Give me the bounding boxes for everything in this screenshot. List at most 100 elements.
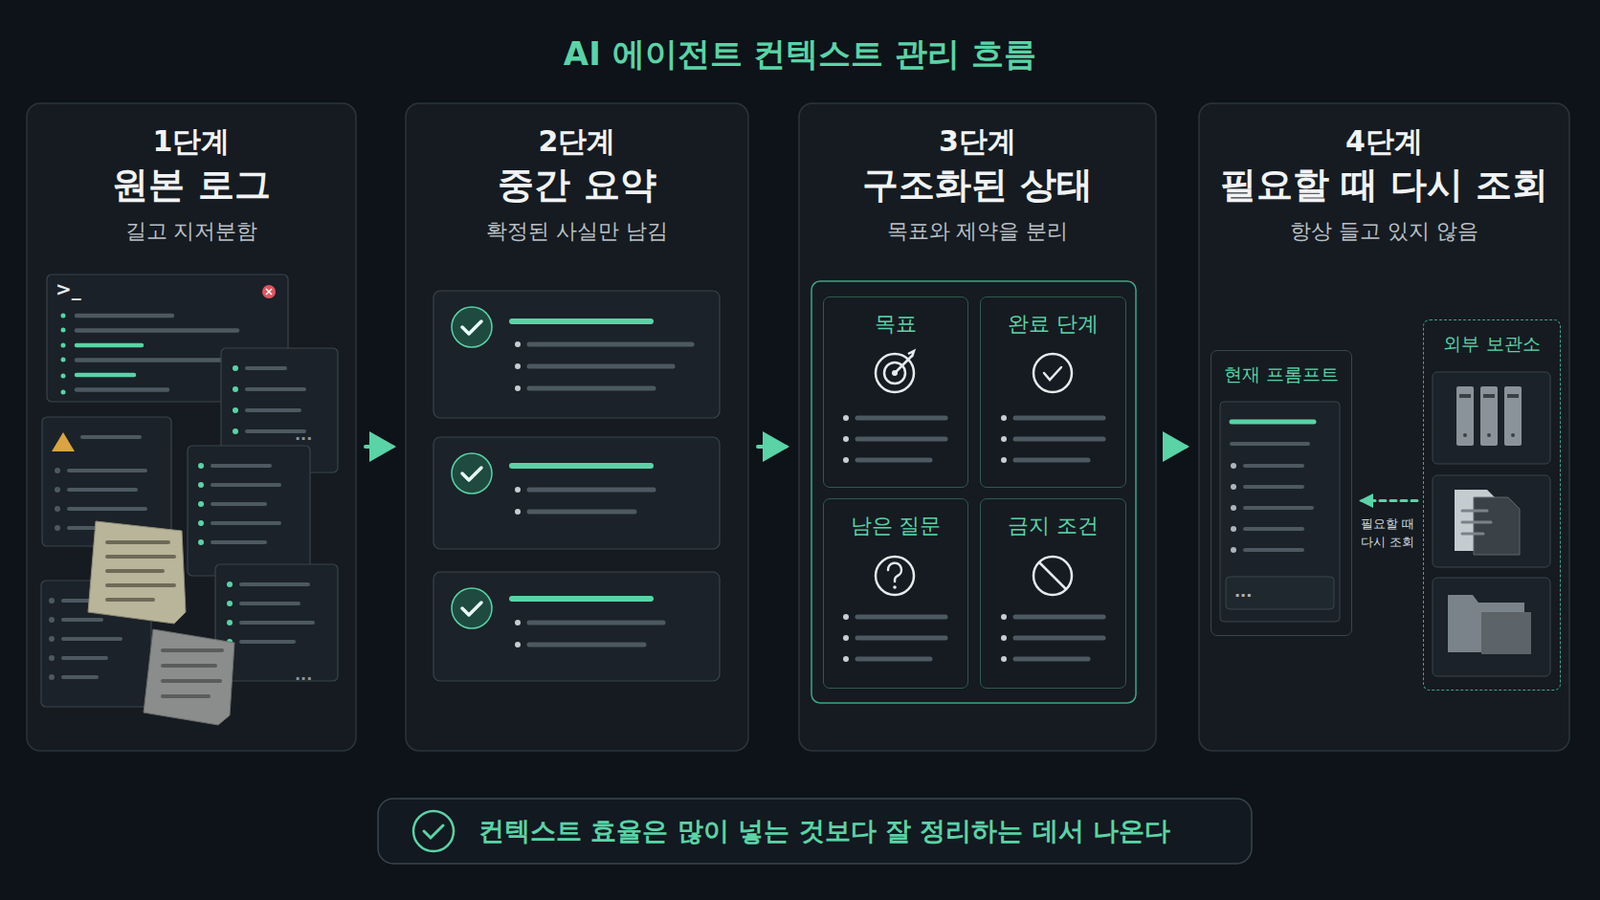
document-icon (1473, 497, 1520, 556)
close-x (266, 288, 272, 295)
text-line (68, 488, 136, 492)
server-led (1487, 433, 1491, 438)
bullet-dot (226, 620, 233, 626)
node-text: 1단계 (27, 123, 356, 160)
bullet-dot (61, 343, 67, 349)
bullet-dot (1230, 526, 1237, 533)
bullet-dot (514, 642, 521, 648)
edge-label: 필요할 때 다시 조회 (1354, 514, 1422, 552)
bullet-dot (198, 482, 204, 489)
text-line (107, 583, 175, 588)
state-card: 남은 질문 (822, 498, 969, 689)
bullet-dot (226, 581, 233, 588)
bullet-dot (1000, 457, 1007, 464)
done-icon (1044, 367, 1062, 380)
text-line (212, 540, 266, 545)
caption-check (413, 811, 454, 852)
text-line (68, 507, 146, 512)
panel-fill (26, 103, 356, 752)
text-line (76, 313, 173, 319)
node-text: 현재 프롬프트 (1211, 362, 1352, 386)
text-line (63, 675, 97, 680)
bullet-dot (198, 463, 204, 469)
check-mark (462, 602, 482, 616)
ellipsis: ... (1234, 582, 1252, 602)
question-icon (892, 585, 897, 590)
bullet-dot (843, 656, 849, 663)
text-line (107, 555, 175, 559)
summary-card (433, 290, 720, 419)
question-icon (888, 563, 902, 582)
bullet-dot (1000, 436, 1007, 443)
text-line (241, 640, 294, 645)
bullet-dot (48, 636, 55, 643)
node-text: 필요할 때 다시 조회 (1200, 161, 1569, 208)
bullet-dot (1230, 505, 1237, 512)
panel-fill (405, 103, 749, 752)
bullet-dot (843, 614, 849, 621)
node-text: 목표 (823, 311, 968, 338)
bullet-dot (61, 374, 67, 379)
text-line (1015, 636, 1104, 642)
text-line (529, 643, 645, 648)
close-button (262, 285, 276, 299)
diagram-title: AI 에이전트 컨텍스트 관리 흐름 (0, 32, 1600, 77)
check-mark (462, 321, 482, 334)
bullet-dot (1000, 415, 1007, 422)
text-line (63, 618, 102, 623)
bullet-dot (48, 674, 55, 681)
bullet-dot (514, 385, 521, 392)
server-icon (1504, 386, 1522, 446)
storage-tile (1432, 475, 1551, 568)
text-line (529, 621, 664, 626)
text-line (1244, 506, 1312, 511)
log-card (187, 445, 311, 577)
text-line (246, 387, 305, 392)
server-led (1511, 433, 1515, 438)
state-card: 목표 (822, 296, 969, 489)
summary-card (433, 572, 720, 682)
stage-panel: 3단계구조화된 상태목표와 제약을 분리목표완료 단계남은 질문금지 조건 (799, 103, 1156, 752)
stage-panel: 4단계필요할 때 다시 조회항상 들고 있지 않음현재 프롬프트외부 보관소 (1199, 103, 1570, 752)
bullet-dot (514, 487, 521, 493)
bullet-dot (54, 506, 61, 512)
panel-fill (1199, 103, 1570, 752)
prompt-sheet (1220, 401, 1340, 623)
summary-card (433, 437, 720, 550)
prompt-glyph: >_ (55, 279, 82, 299)
text-line (107, 569, 163, 574)
caption: 컨텍스트 효율은 많이 넣는 것보다 잘 정리하는 데서 나온다 (478, 813, 1245, 850)
text-line (529, 364, 673, 370)
node-text: 금지 조건 (980, 512, 1126, 540)
node-text: 확정된 사실만 남김 (406, 217, 748, 246)
bullet-dot (843, 436, 849, 443)
text-line (1015, 437, 1104, 443)
text-line (241, 601, 299, 606)
text-line (857, 657, 931, 663)
bullet-dot (1230, 463, 1237, 469)
flow-arrow (1361, 499, 1418, 503)
check-circle (451, 588, 492, 629)
text-line (511, 318, 651, 325)
text-line (76, 387, 168, 393)
storage-tile (1432, 372, 1551, 465)
bullet-dot (54, 487, 61, 493)
node-text: 완료 단계 (980, 311, 1126, 338)
server-slot (1459, 394, 1471, 399)
text-line (162, 679, 221, 684)
bullet-dot (198, 520, 204, 527)
bullet-dot (61, 313, 67, 319)
text-line (76, 328, 238, 334)
text-line (76, 373, 134, 378)
text-line (529, 510, 635, 515)
text-line (63, 637, 121, 642)
bullet-dot (232, 428, 239, 435)
bullet-dot (198, 501, 204, 508)
text-line (511, 463, 651, 469)
sticky-note (88, 521, 186, 624)
bullet-dot (1000, 614, 1007, 621)
log-card (215, 564, 338, 682)
state-card: 금지 조건 (979, 498, 1127, 689)
node-text: 길고 지저분함 (27, 217, 356, 246)
storage-tile (1432, 577, 1551, 677)
